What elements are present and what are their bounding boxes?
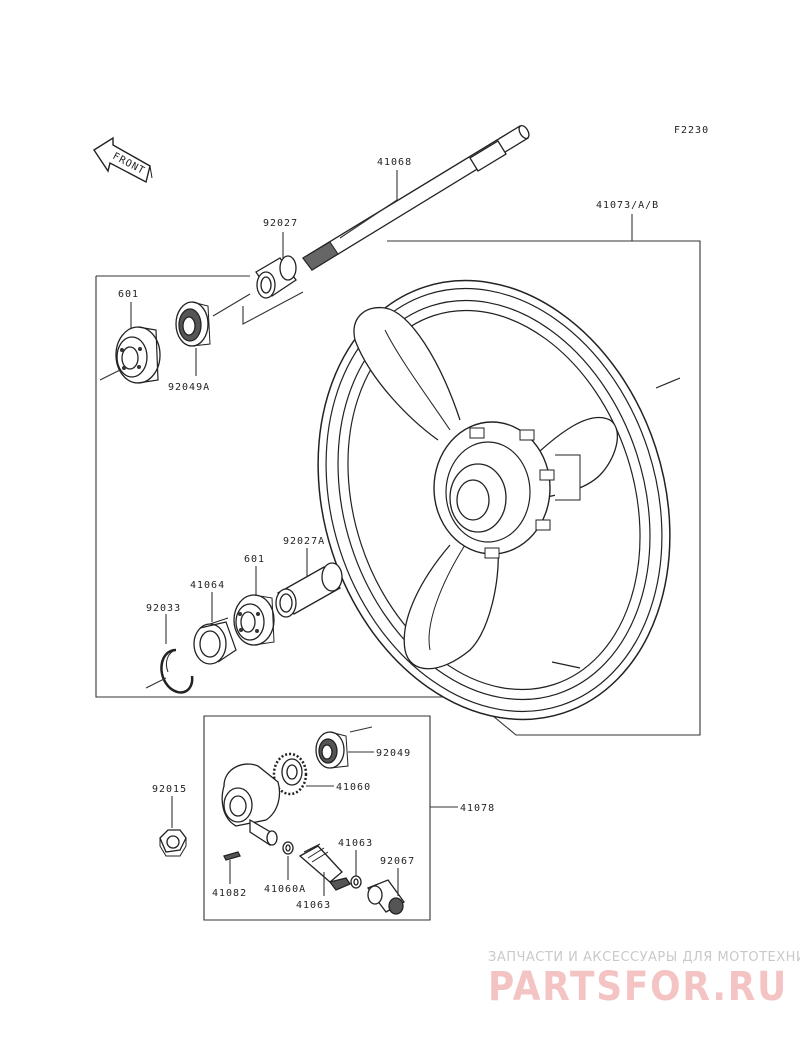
meter-gear-housing — [221, 763, 281, 846]
bushing — [366, 879, 405, 915]
bearing-right — [233, 594, 275, 646]
label-92049: 92049 — [376, 748, 411, 759]
washer — [282, 841, 294, 855]
label-41082: 41082 — [212, 888, 247, 899]
wheel — [317, 279, 681, 721]
nut — [159, 829, 187, 857]
diagram-code: F2230 — [674, 125, 709, 136]
label-92049A: 92049A — [168, 382, 210, 393]
front-arrow-icon: FRONT — [93, 136, 153, 184]
seal-meter — [315, 731, 349, 769]
label-601-right: 601 — [244, 554, 265, 565]
hub-ring — [193, 617, 237, 665]
label-41063-right: 41063 — [338, 838, 373, 849]
label-41073: 41073/A/B — [596, 200, 659, 211]
label-41064: 41064 — [190, 580, 225, 591]
collar-right — [275, 562, 343, 618]
washer-small — [350, 875, 362, 889]
gear-pinion — [298, 843, 351, 891]
label-92033: 92033 — [146, 603, 181, 614]
watermark-tagline: ЗАПЧАСТИ И АКСЕССУАРЫ ДЛЯ МОТОТЕХНИКИ — [488, 950, 800, 965]
label-41060: 41060 — [336, 782, 371, 793]
label-41068: 41068 — [377, 157, 412, 168]
bearing-left — [115, 326, 161, 384]
label-41063-left: 41060A — [264, 884, 306, 895]
label-41060A: 41063 — [296, 900, 331, 911]
collar-left — [255, 255, 297, 299]
label-92015: 92015 — [152, 784, 187, 795]
label-601-left: 601 — [118, 289, 139, 300]
pin — [223, 851, 241, 861]
gear-drive — [272, 752, 308, 796]
seal-left — [175, 301, 211, 347]
label-92027A: 92027A — [283, 536, 325, 547]
label-92067: 92067 — [380, 856, 415, 867]
label-92027: 92027 — [263, 218, 298, 229]
watermark-logo: PARTSFOR.RU — [488, 964, 788, 1010]
circlip — [160, 648, 194, 694]
axle — [302, 124, 530, 271]
label-41078: 41078 — [460, 803, 495, 814]
